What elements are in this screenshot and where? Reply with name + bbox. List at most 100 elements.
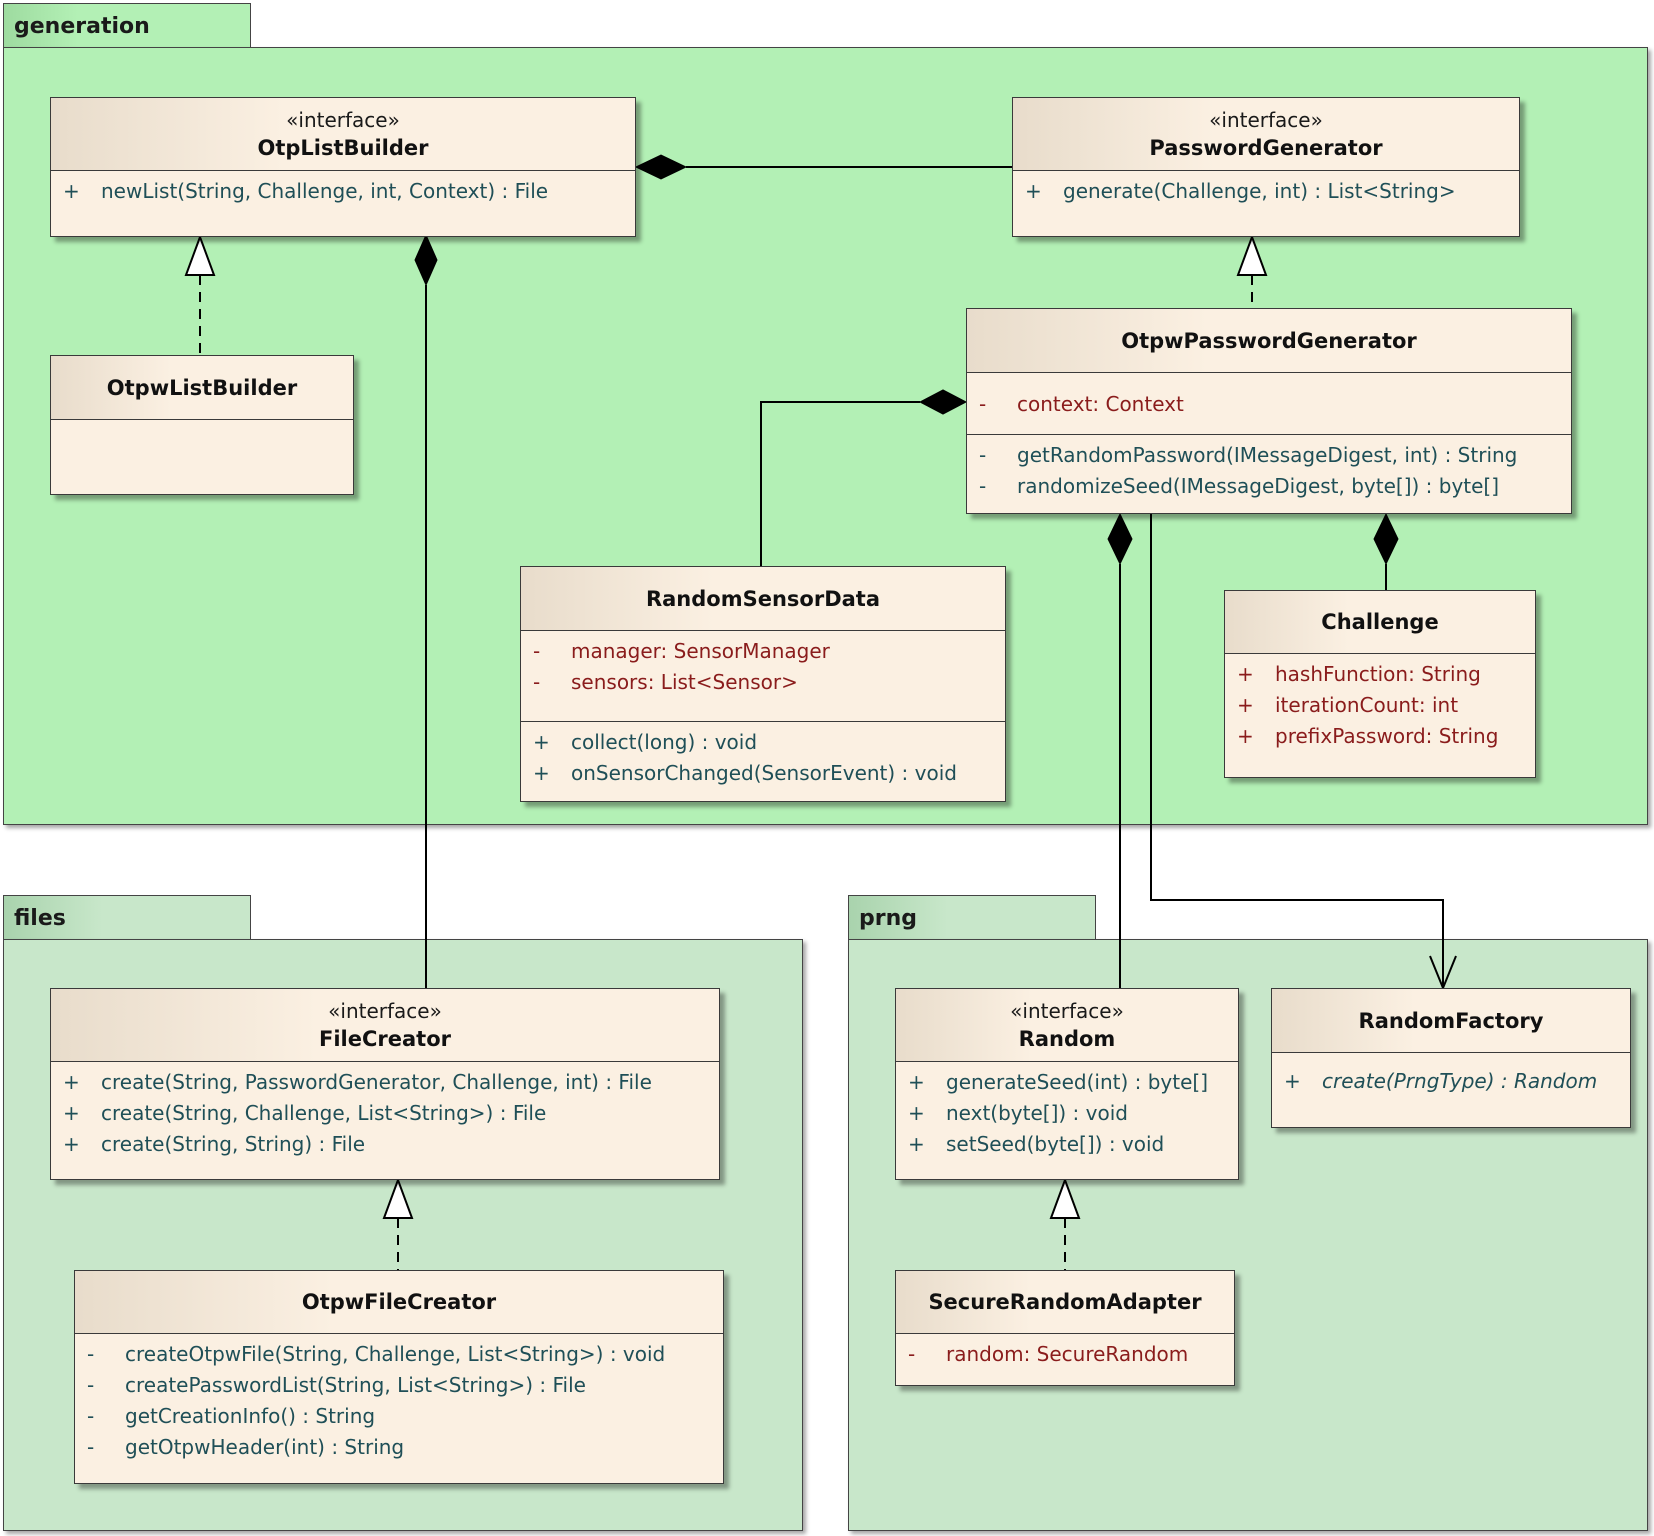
visibility-marker: + <box>533 729 550 754</box>
operations-compartment: + generateSeed(int) : byte[] + next(byte… <box>896 1062 1238 1165</box>
operation-row[interactable]: + create(String, Challenge, List<String>… <box>51 1097 719 1128</box>
class-header: «interface» PasswordGenerator <box>1013 98 1519 171</box>
package-tab-generation[interactable]: generation <box>3 3 251 48</box>
class-name: RandomSensorData <box>645 586 881 611</box>
operations-compartment: + create(String, PasswordGenerator, Chal… <box>51 1062 719 1165</box>
operation-signature: create(PrngType) : Random <box>1322 1068 1598 1093</box>
class-name: OtpListBuilder <box>257 136 429 160</box>
attribute-row[interactable]: - manager: SensorManager <box>521 635 1005 666</box>
operation-row[interactable]: + create(String, String) : File <box>51 1128 719 1159</box>
class-header: RandomFactory <box>1272 989 1630 1053</box>
class-otpwlistbuilder[interactable]: OtpwListBuilder <box>50 355 354 495</box>
visibility-marker: - <box>979 473 987 498</box>
visibility-marker: + <box>63 1069 80 1094</box>
class-name: FileCreator <box>319 1027 451 1051</box>
class-header: «interface» OtpListBuilder <box>51 98 635 171</box>
operations-compartment: - getRandomPassword(IMessageDigest, int)… <box>967 434 1571 507</box>
class-randomfactory[interactable]: RandomFactory + create(PrngType) : Rando… <box>1271 988 1631 1128</box>
operations-compartment: + generate(Challenge, int) : List<String… <box>1013 171 1519 212</box>
visibility-marker: + <box>533 760 550 785</box>
attribute-row[interactable]: + hashFunction: String <box>1225 658 1535 689</box>
class-name: Challenge <box>1321 610 1439 634</box>
operation-row[interactable]: - createPasswordList(String, List<String… <box>75 1369 723 1400</box>
operation-row[interactable]: + collect(long) : void <box>521 726 1005 757</box>
class-passwordgenerator[interactable]: «interface» PasswordGenerator + generate… <box>1012 97 1520 237</box>
class-header: OtpwFileCreator <box>75 1271 723 1334</box>
operation-row[interactable]: - getRandomPassword(IMessageDigest, int)… <box>967 439 1571 470</box>
attribute-row[interactable]: - random: SecureRandom <box>896 1338 1234 1369</box>
visibility-marker: + <box>1025 178 1042 203</box>
class-random[interactable]: «interface» Random + generateSeed(int) :… <box>895 988 1239 1180</box>
class-otplistbuilder[interactable]: «interface» OtpListBuilder + newList(Str… <box>50 97 636 237</box>
operation-row[interactable]: - getCreationInfo() : String <box>75 1400 723 1431</box>
class-otpwfilecreator[interactable]: OtpwFileCreator - createOtpwFile(String,… <box>74 1270 724 1484</box>
visibility-marker: - <box>87 1341 95 1366</box>
class-name: RandomFactory <box>1358 1008 1544 1033</box>
visibility-marker: - <box>87 1372 95 1397</box>
class-otpwpasswordgenerator[interactable]: OtpwPasswordGenerator - context: Context… <box>966 308 1572 514</box>
operation-row[interactable]: + create(String, PasswordGenerator, Chal… <box>51 1066 719 1097</box>
operation-signature: createOtpwFile(String, Challenge, List<S… <box>125 1341 666 1366</box>
package-tab-prng[interactable]: prng <box>848 895 1096 940</box>
class-header: OtpwPasswordGenerator <box>967 309 1571 373</box>
class-header: «interface» Random <box>896 989 1238 1062</box>
operation-row[interactable]: + newList(String, Challenge, int, Contex… <box>51 175 635 206</box>
operation-row[interactable]: + create(PrngType) : Random <box>1272 1065 1630 1096</box>
attribute-row[interactable]: - context: Context <box>967 388 1571 419</box>
operation-signature: newList(String, Challenge, int, Context)… <box>101 178 549 203</box>
operation-signature: collect(long) : void <box>571 729 758 754</box>
visibility-marker: + <box>1284 1068 1301 1093</box>
operation-signature: create(String, PasswordGenerator, Challe… <box>101 1069 652 1094</box>
attribute-signature: context: Context <box>1017 391 1184 416</box>
class-name: Random <box>1018 1027 1116 1051</box>
class-filecreator[interactable]: «interface» FileCreator + create(String,… <box>50 988 720 1180</box>
attribute-signature: sensors: List<Sensor> <box>571 669 798 694</box>
operation-signature: getCreationInfo() : String <box>125 1403 376 1428</box>
operation-row[interactable]: - getOtpwHeader(int) : String <box>75 1431 723 1462</box>
operation-signature: setSeed(byte[]) : void <box>946 1131 1165 1156</box>
visibility-marker: + <box>908 1131 925 1156</box>
operation-row[interactable]: - randomizeSeed(IMessageDigest, byte[]) … <box>967 470 1571 501</box>
attribute-signature: manager: SensorManager <box>571 638 830 663</box>
class-header: RandomSensorData <box>521 567 1005 631</box>
visibility-marker: + <box>63 1100 80 1125</box>
attribute-signature: iterationCount: int <box>1275 692 1459 717</box>
operations-compartment: - createOtpwFile(String, Challenge, List… <box>75 1334 723 1468</box>
attribute-row[interactable]: + prefixPassword: String <box>1225 720 1535 751</box>
attributes-compartment: + hashFunction: String + iterationCount:… <box>1225 654 1535 757</box>
attributes-compartment: - context: Context <box>967 373 1571 434</box>
operation-signature: getRandomPassword(IMessageDigest, int) :… <box>1017 442 1518 467</box>
operation-row[interactable]: + generateSeed(int) : byte[] <box>896 1066 1238 1097</box>
attributes-compartment: - random: SecureRandom <box>896 1334 1234 1375</box>
class-challenge[interactable]: Challenge + hashFunction: String + itera… <box>1224 590 1536 778</box>
visibility-marker: + <box>63 1131 80 1156</box>
visibility-marker: + <box>1237 661 1254 686</box>
class-randomsensordata[interactable]: RandomSensorData - manager: SensorManage… <box>520 566 1006 802</box>
operation-signature: generateSeed(int) : byte[] <box>946 1069 1209 1094</box>
visibility-marker: - <box>979 391 987 416</box>
operation-row[interactable]: + onSensorChanged(SensorEvent) : void <box>521 757 1005 788</box>
operation-row[interactable]: + next(byte[]) : void <box>896 1097 1238 1128</box>
operation-row[interactable]: - createOtpwFile(String, Challenge, List… <box>75 1338 723 1369</box>
attribute-signature: random: SecureRandom <box>946 1341 1189 1366</box>
operation-signature: getOtpwHeader(int) : String <box>125 1434 405 1459</box>
empty-compartment <box>51 420 353 430</box>
attribute-row[interactable]: - sensors: List<Sensor> <box>521 666 1005 697</box>
visibility-marker: + <box>908 1069 925 1094</box>
operation-signature: createPasswordList(String, List<String>)… <box>125 1372 586 1397</box>
class-securerandomadapter[interactable]: SecureRandomAdapter - random: SecureRand… <box>895 1270 1235 1386</box>
class-name: OtpwFileCreator <box>301 1290 497 1314</box>
visibility-marker: - <box>87 1403 95 1428</box>
operation-signature: next(byte[]) : void <box>946 1100 1128 1125</box>
operation-row[interactable]: + setSeed(byte[]) : void <box>896 1128 1238 1159</box>
visibility-marker: - <box>908 1341 916 1366</box>
package-tab-files[interactable]: files <box>3 895 251 940</box>
operation-signature: generate(Challenge, int) : List<String> <box>1063 178 1456 203</box>
operation-row[interactable]: + generate(Challenge, int) : List<String… <box>1013 175 1519 206</box>
attributes-compartment: - manager: SensorManager - sensors: List… <box>521 631 1005 721</box>
visibility-marker: - <box>533 669 541 694</box>
stereotype-label: «interface» <box>286 108 400 132</box>
visibility-marker: + <box>908 1100 925 1125</box>
class-name: OtpwListBuilder <box>106 375 298 400</box>
attribute-row[interactable]: + iterationCount: int <box>1225 689 1535 720</box>
